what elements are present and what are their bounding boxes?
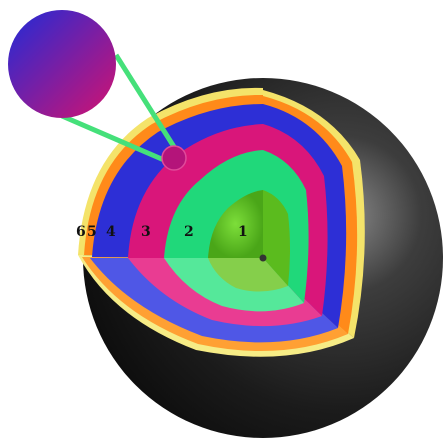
sample-point-marker (162, 146, 186, 170)
inset-magnified-circle (8, 10, 116, 118)
layer-label-1: 1 (238, 224, 248, 240)
layer-label-4: 4 (106, 224, 116, 240)
center-point (260, 255, 267, 262)
layer-label-5: 5 (87, 224, 97, 240)
layer-label-6: 6 (76, 224, 86, 240)
layer-label-3: 3 (141, 224, 151, 240)
layer-label-2: 2 (184, 224, 194, 240)
